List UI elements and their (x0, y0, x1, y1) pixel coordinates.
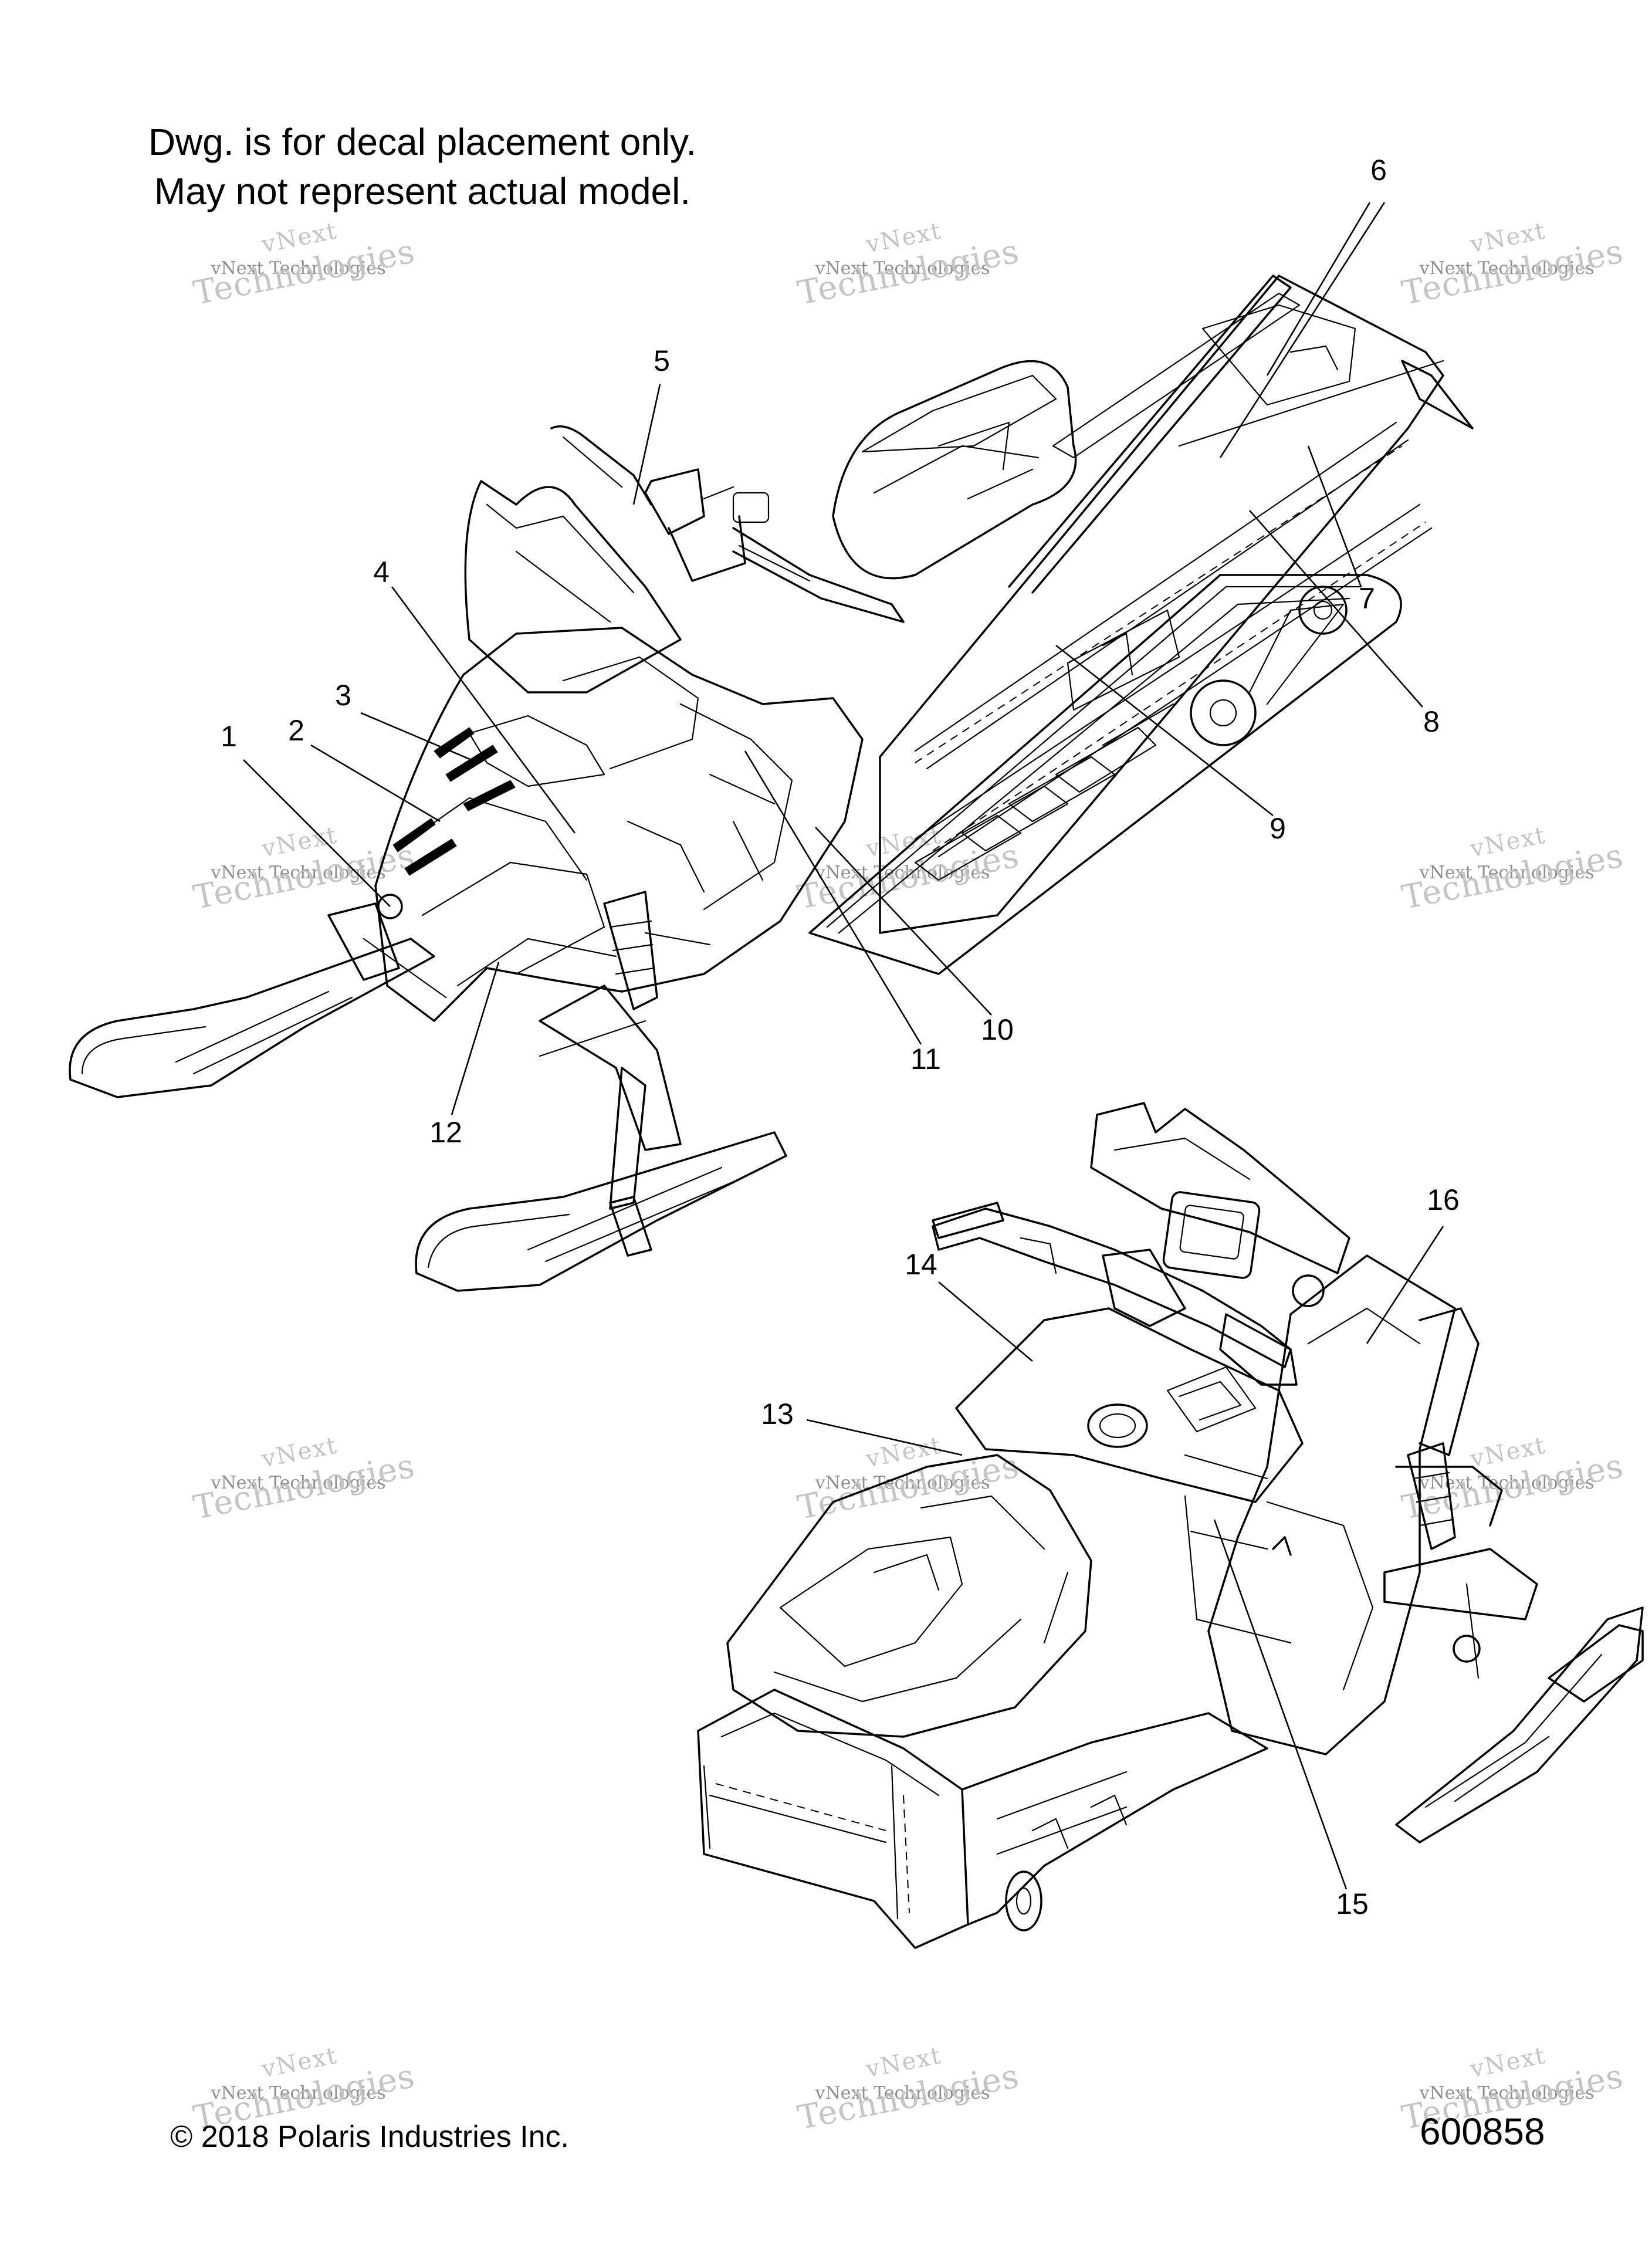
handlebar-area (550, 425, 905, 623)
windshield (464, 480, 682, 694)
handlebar-rear-view (932, 1191, 1325, 1386)
leader-lines (243, 202, 1444, 1890)
hood-and-side-panels (374, 627, 864, 1022)
callout-2: 2 (288, 714, 304, 747)
callout-4: 4 (373, 556, 390, 588)
snowmobile-side-view (69, 275, 1474, 1292)
tunnel-rear-view (697, 1689, 1268, 1949)
seat-rear-view (726, 1454, 1092, 1738)
drawing-note-line-2: May not represent actual model. (154, 170, 691, 212)
windshield-rear-view (1090, 1102, 1350, 1274)
right-ski-rear-view (1395, 1606, 1644, 1843)
left-ski (69, 938, 435, 1098)
right-ski (415, 1131, 787, 1292)
callout-5: 5 (654, 344, 670, 377)
drawing-note-line-1: Dwg. is for decal placement only. (148, 121, 697, 163)
callout-10: 10 (981, 1013, 1014, 1046)
callout-15: 15 (1336, 1887, 1369, 1920)
rear-tunnel (879, 275, 1474, 934)
seat (832, 360, 1077, 580)
front-suspension (327, 891, 682, 1210)
figure-number: 600858 (1420, 2110, 1545, 2153)
callout-1: 1 (221, 720, 237, 753)
console (955, 1307, 1304, 1503)
copyright-notice: © 2018 Polaris Industries Inc. (170, 2120, 569, 2154)
snowmobile-rear-view (697, 1102, 1644, 1949)
callout-9: 9 (1270, 812, 1286, 845)
callout-14: 14 (905, 1248, 937, 1281)
callout-12: 12 (429, 1116, 462, 1149)
callout-11: 11 (910, 1043, 941, 1075)
front-suspension-rear-view (1383, 1442, 1538, 1679)
callout-7: 7 (1359, 582, 1375, 615)
drawing-note: Dwg. is for decal placement only. May no… (70, 117, 774, 216)
callout-6: 6 (1370, 154, 1387, 187)
left-ski-rear-view (1548, 1624, 1644, 1703)
callout-13: 13 (761, 1398, 794, 1430)
side-panels-rear-view (1184, 1254, 1480, 1755)
callout-8: 8 (1423, 705, 1440, 738)
callout-16: 16 (1427, 1183, 1460, 1216)
callout-3: 3 (335, 679, 351, 712)
rear-track (808, 574, 1402, 975)
